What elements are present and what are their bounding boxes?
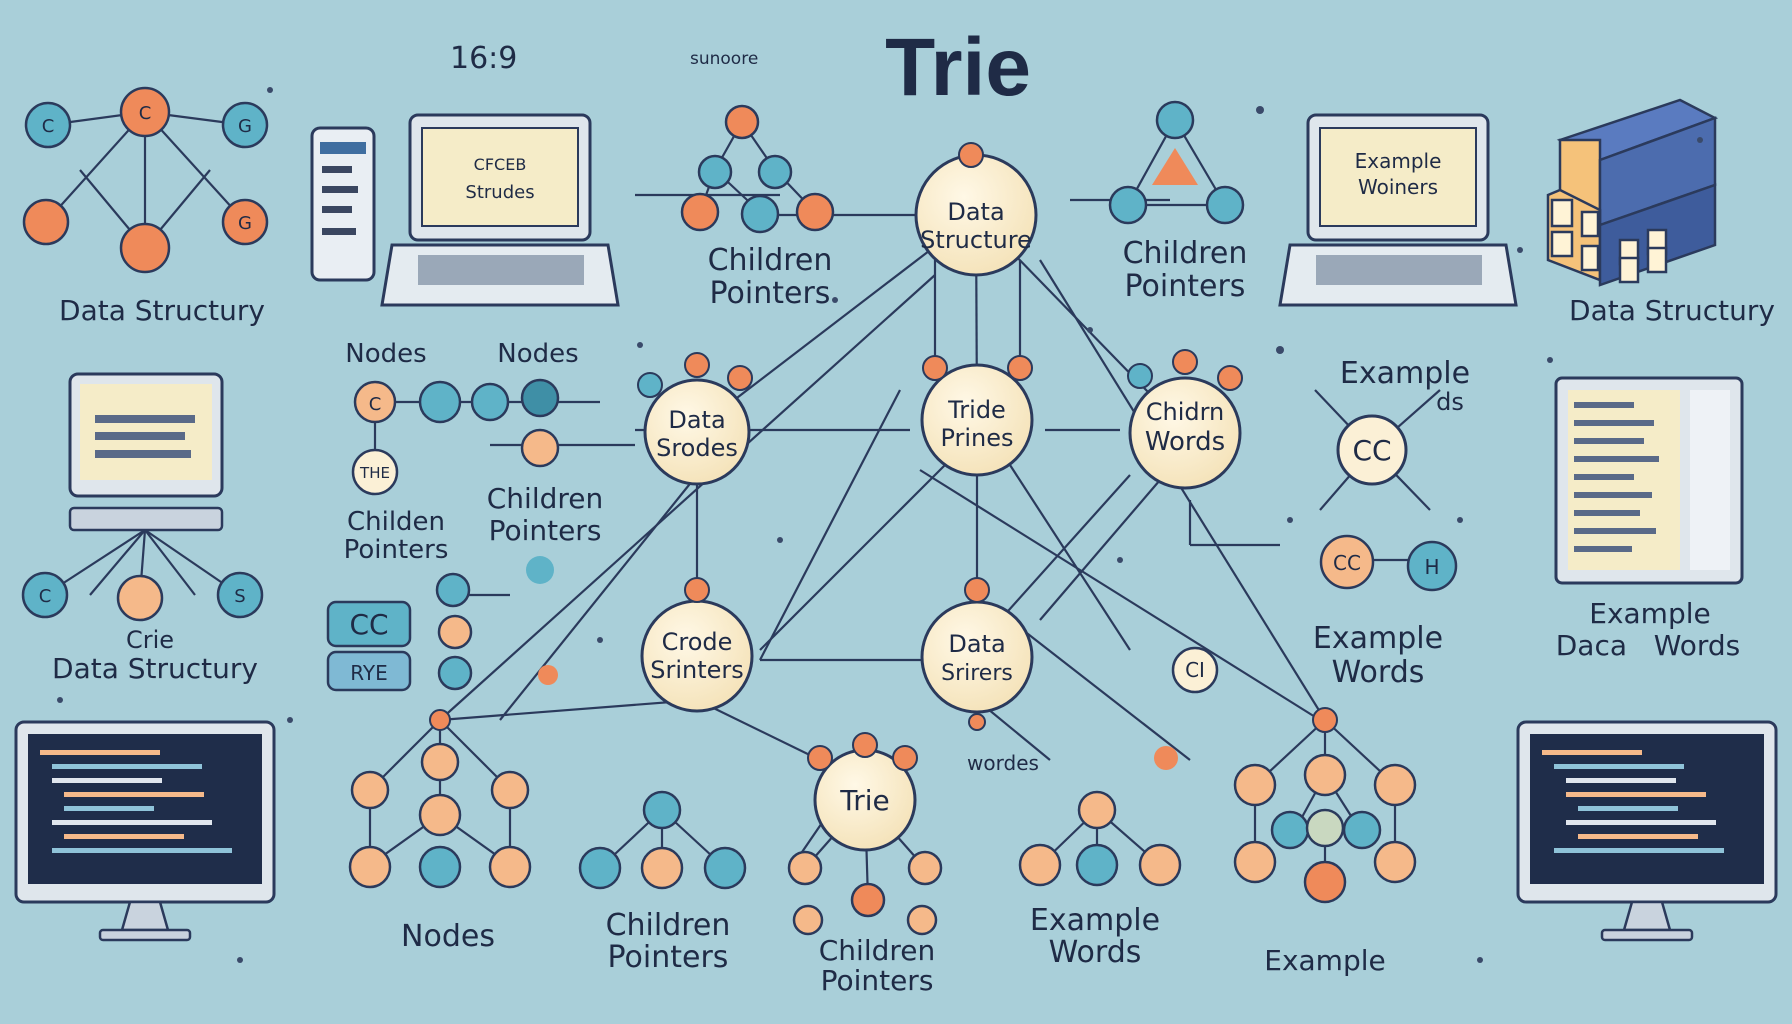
children-pointers-2-a: Children [1123, 236, 1248, 271]
code-screen-icon-left [14, 720, 276, 942]
svg-text:C: C [39, 586, 52, 607]
bottom-children-a: Children [606, 908, 731, 943]
laptop-left-line-1: CFCEB [474, 155, 527, 174]
bottom-example-2: Example [1264, 944, 1385, 977]
trie-node-bottom: Trie [787, 732, 943, 936]
trie-node-lower-mid: Data Srirers [920, 577, 1034, 731]
right-mid-a: Example [1589, 597, 1710, 630]
laptop-icon-right [1278, 113, 1518, 307]
svg-text:Srirers: Srirers [941, 661, 1013, 686]
bottom-center-subtree [578, 790, 747, 890]
cc-h-pair [1319, 534, 1458, 592]
trie-node-right: Chidrn Words [1127, 349, 1243, 490]
code-screen-icon-right [1516, 720, 1778, 942]
svg-text:Data: Data [948, 630, 1005, 658]
svg-text:G: G [238, 116, 252, 137]
svg-text:Structure: Structure [920, 226, 1032, 254]
svg-text:S: S [234, 586, 245, 607]
laptop-icon [380, 113, 620, 307]
children-pointers-4-a: Children [487, 482, 604, 515]
svg-text:Chidrn: Chidrn [1146, 398, 1225, 426]
top-right-triangle [1108, 100, 1245, 225]
trie-node-root: Data Structure [914, 142, 1038, 277]
children-pointers-3-b: Pointers [344, 535, 449, 565]
h-small: H [1424, 555, 1439, 579]
cc-button-shape [326, 600, 412, 692]
children-pointers-4-b: Pointers [489, 514, 602, 547]
svg-text:C: C [42, 116, 55, 137]
btn-cc: CC [349, 608, 388, 641]
spreadsheet-icon [1554, 376, 1744, 585]
svg-text:Prines: Prines [940, 424, 1013, 452]
trie-node-lower-left: Crode Srinters [640, 577, 754, 713]
bottom-right-subtree [1233, 707, 1417, 904]
children-pointers-1-a: Children [708, 243, 833, 278]
children-pointers-3-a: Childen [347, 507, 445, 537]
bottom-children-b: Pointers [608, 940, 729, 975]
left-monitor-children: C S [21, 571, 264, 622]
svg-text:C: C [139, 103, 152, 124]
svg-text:Srinters: Srinters [650, 656, 744, 684]
label-data-structury-top-right: Data Structury [1569, 294, 1775, 327]
page-title: Trie [885, 22, 1031, 113]
bottom-children-2-a: Children [819, 934, 936, 967]
ratio-tag: 16:9 [450, 41, 517, 76]
children-pointers-1-b: Pointers [710, 276, 831, 311]
cc-small: CC [1333, 551, 1361, 575]
svg-text:Words: Words [1145, 427, 1225, 457]
monitor-icon-left [68, 372, 224, 532]
bottom-children-2-b: Pointers [821, 964, 934, 997]
top-children-tree [680, 104, 835, 234]
label-data-structury-left-mid: Data Structury [52, 652, 258, 685]
phone-icon [310, 126, 376, 282]
laptop-right-line-1: Example [1355, 149, 1442, 173]
books-stack-icon [1546, 98, 1719, 287]
label-wordes: wordes [967, 751, 1039, 775]
laptop-left-line-2: Strudes [465, 182, 534, 203]
svg-text:Data: Data [668, 406, 725, 434]
label-bottom-nodes: Nodes [401, 919, 495, 954]
btn-rye: RYE [350, 661, 387, 685]
ci-badge: CI [1185, 658, 1205, 682]
label-crie: Crie [126, 626, 174, 654]
children-pointers-2-b: Pointers [1125, 269, 1246, 304]
svg-text:Trie: Trie [839, 784, 890, 817]
bottom-example-a: Example [1030, 903, 1160, 938]
label-nodes-b: Nodes [497, 339, 578, 369]
top-left-graph: C C G G [22, 86, 269, 274]
trie-node-middle: Tride Prines [920, 355, 1034, 477]
nodes-row: C [351, 378, 560, 496]
bottom-example-b: Words [1049, 935, 1142, 970]
the-badge: THE [359, 464, 390, 482]
svg-text:C: C [369, 394, 382, 415]
label-data-structury-top-left: Data Structury [59, 294, 265, 327]
ci-badge-shape [1154, 646, 1219, 770]
bottom-right-center-subtree [1018, 790, 1182, 887]
example-words-right-b: Words [1332, 655, 1425, 690]
small-left-nodes [435, 556, 558, 691]
example-top-a: Example [1340, 356, 1470, 391]
svg-text:G: G [238, 213, 252, 234]
svg-text:Srodes: Srodes [656, 434, 738, 462]
svg-text:Tride: Tride [947, 396, 1006, 424]
bottom-left-subtree [348, 709, 532, 889]
svg-text:Data: Data [947, 198, 1004, 226]
example-words-right-a: Example [1313, 621, 1443, 656]
decorative-dots [57, 87, 1703, 963]
cc-node [1336, 414, 1408, 486]
svg-text:Crode: Crode [662, 628, 733, 656]
trie-node-left: Data Srodes [637, 352, 753, 486]
right-mid-b: Daca Words [1556, 629, 1741, 662]
source-tag: sunoore [690, 49, 758, 69]
laptop-right-line-2: Woiners [1358, 175, 1438, 199]
label-nodes-a: Nodes [345, 339, 426, 369]
example-top-b: ds [1436, 388, 1464, 416]
cc-node-label: CC [1352, 434, 1391, 467]
